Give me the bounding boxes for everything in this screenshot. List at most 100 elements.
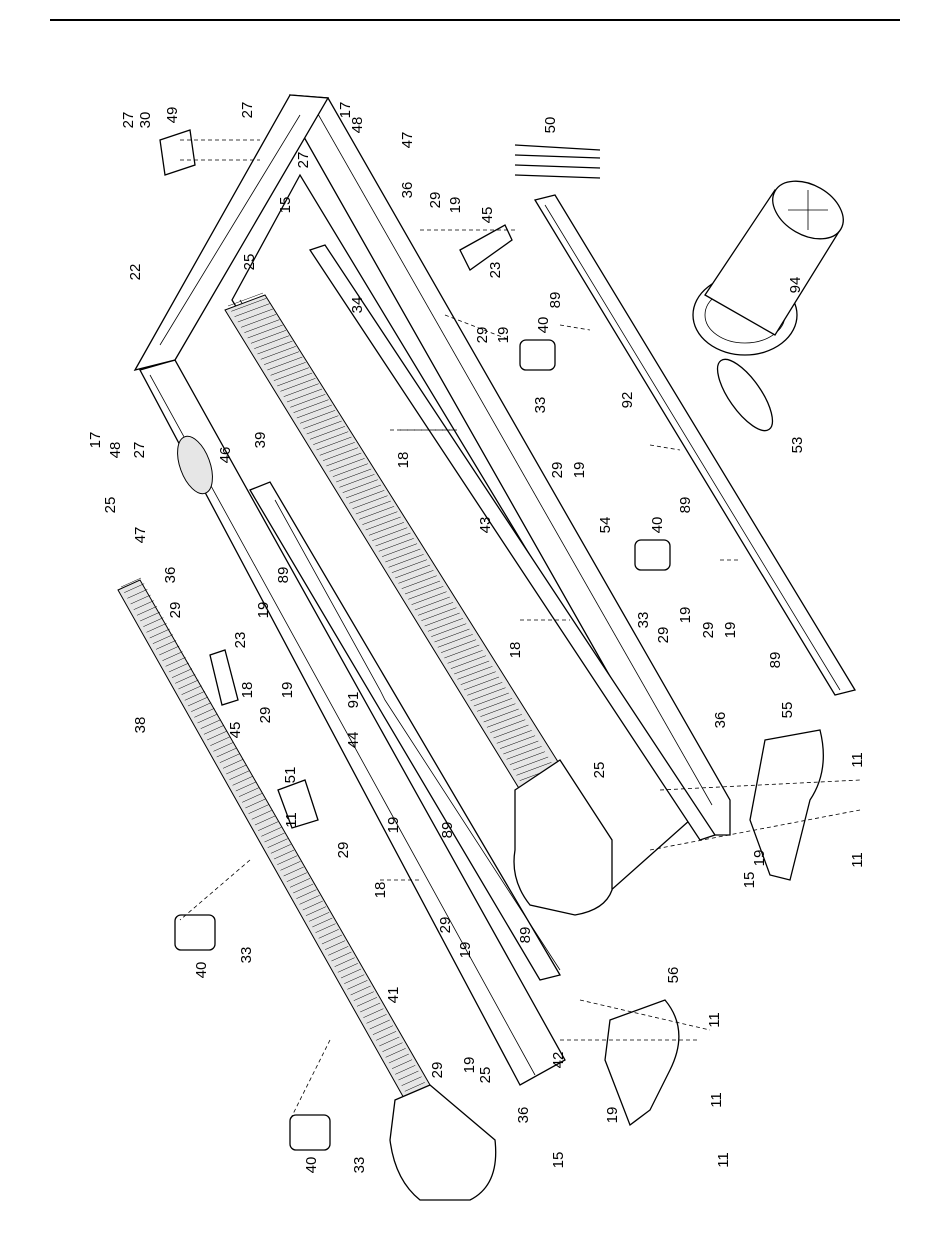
callout-40: 40 [193, 962, 210, 979]
callout-25: 25 [477, 1067, 494, 1084]
callout-91: 91 [345, 692, 362, 709]
callout-17: 17 [337, 102, 354, 119]
callout-89: 89 [547, 292, 564, 309]
callout-18: 18 [507, 642, 524, 659]
callout-45: 45 [479, 207, 496, 224]
callout-41: 41 [385, 987, 402, 1004]
callout-25: 25 [591, 762, 608, 779]
callout-34: 34 [349, 297, 366, 314]
callout-50: 50 [542, 117, 559, 134]
callout-89: 89 [677, 497, 694, 514]
callout-18: 18 [395, 452, 412, 469]
callout-47: 47 [132, 527, 149, 544]
callout-15: 15 [550, 1152, 567, 1169]
callout-19: 19 [495, 327, 512, 344]
callout-36: 36 [399, 182, 416, 199]
callout-11: 11 [715, 1152, 732, 1168]
callout-43: 43 [477, 517, 494, 534]
callout-36: 36 [162, 567, 179, 584]
callout-40: 40 [303, 1157, 320, 1174]
callout-49: 49 [164, 107, 181, 124]
callout-27: 27 [120, 112, 137, 129]
callout-36: 36 [515, 1107, 532, 1124]
bracket-49 [160, 130, 195, 175]
callout-19: 19 [604, 1107, 621, 1124]
callout-29: 29 [549, 462, 566, 479]
bracket-45-left [210, 650, 238, 705]
callout-29: 29 [700, 622, 717, 639]
callout-29: 29 [474, 327, 491, 344]
callout-89: 89 [275, 567, 292, 584]
callout-46: 46 [217, 447, 234, 464]
callout-36: 36 [712, 712, 729, 729]
callout-19: 19 [447, 197, 464, 214]
callout-19: 19 [722, 622, 739, 639]
callout-92: 92 [619, 392, 636, 409]
callout-29: 29 [167, 602, 184, 619]
callout-55: 55 [779, 702, 796, 719]
motor-94 [693, 169, 853, 355]
callout-19: 19 [255, 602, 272, 619]
drive-belt-53 [708, 351, 782, 438]
callout-33: 33 [532, 397, 549, 414]
callout-29: 29 [335, 842, 352, 859]
callout-27: 27 [131, 442, 148, 459]
callout-15: 15 [741, 872, 758, 889]
callout-89: 89 [517, 927, 534, 944]
callout-38: 38 [132, 717, 149, 734]
callout-25: 25 [102, 497, 119, 514]
callout-29: 29 [429, 1062, 446, 1079]
callout-40: 40 [535, 317, 552, 334]
callout-89: 89 [439, 822, 456, 839]
callout-11: 11 [849, 852, 866, 868]
callout-48: 48 [107, 442, 124, 459]
callout-11: 11 [283, 812, 300, 828]
callout-45: 45 [227, 722, 244, 739]
callout-19: 19 [461, 1057, 478, 1074]
callout-42: 42 [550, 1052, 567, 1069]
callout-25: 25 [241, 254, 258, 271]
callout-19: 19 [751, 850, 768, 867]
callout-23: 23 [232, 632, 249, 649]
callout-51: 51 [282, 767, 299, 784]
callout-94: 94 [787, 277, 804, 294]
callout-89: 89 [767, 652, 784, 669]
callout-33: 33 [238, 947, 255, 964]
wire-ties-50 [515, 145, 600, 178]
callout-39: 39 [252, 432, 269, 449]
callout-19: 19 [457, 942, 474, 959]
callout-11: 11 [849, 752, 866, 768]
callout-29: 29 [437, 917, 454, 934]
rear-endcap-56 [605, 1000, 679, 1125]
callout-27: 27 [295, 152, 312, 169]
callout-40: 40 [649, 517, 666, 534]
callout-19: 19 [279, 682, 296, 699]
callout-48: 48 [349, 117, 366, 134]
callout-29: 29 [427, 192, 444, 209]
callout-18: 18 [372, 882, 389, 899]
callout-29: 29 [655, 627, 672, 644]
callout-30: 30 [137, 112, 154, 129]
callout-23: 23 [487, 262, 504, 279]
callout-19: 19 [571, 462, 588, 479]
callout-22: 22 [127, 264, 144, 281]
callout-19: 19 [385, 817, 402, 834]
bracket-45-right [460, 225, 512, 270]
callout-18: 18 [239, 682, 256, 699]
callout-44: 44 [345, 732, 362, 749]
callout-56: 56 [665, 967, 682, 984]
callout-27: 27 [239, 102, 256, 119]
callout-17: 17 [87, 432, 104, 449]
callout-29: 29 [257, 707, 274, 724]
callout-33: 33 [351, 1157, 368, 1174]
callout-19: 19 [677, 607, 694, 624]
callout-15: 15 [277, 197, 294, 214]
callout-47: 47 [399, 132, 416, 149]
callout-11: 11 [706, 1012, 723, 1028]
callout-33: 33 [635, 612, 652, 629]
callout-54: 54 [597, 517, 614, 534]
callout-11: 11 [708, 1092, 725, 1108]
callout-53: 53 [789, 437, 806, 454]
